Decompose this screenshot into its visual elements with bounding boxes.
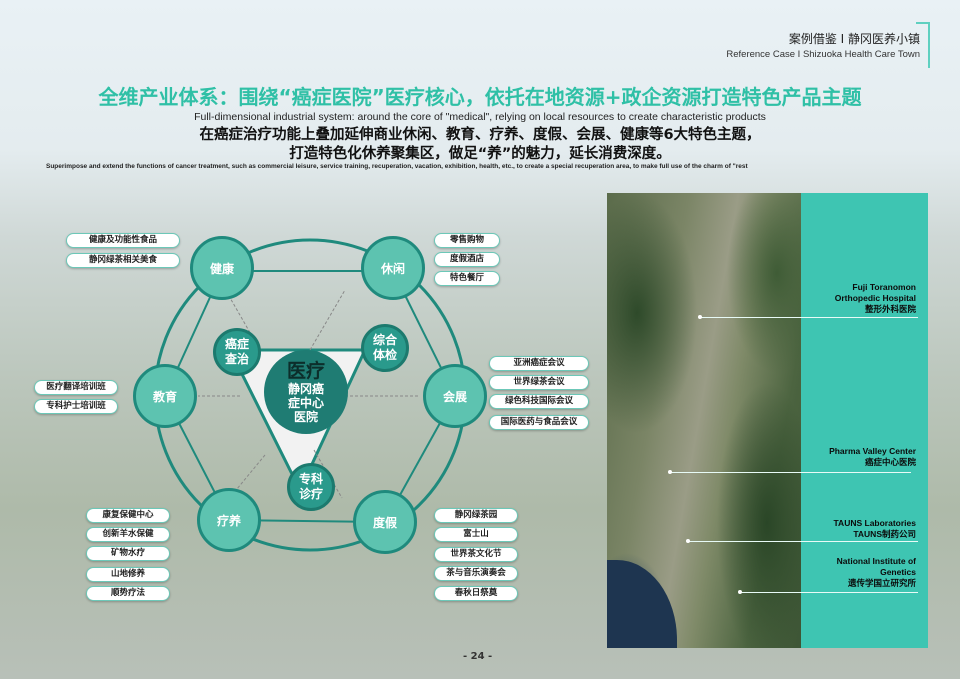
label-pharma: Pharma Valley Center 癌症中心医院 [796, 446, 916, 468]
tag-exhibition-2: 绿色科技国际会议 [489, 394, 589, 409]
section-title-cn: 案例借鉴 I 静冈医养小镇 [788, 32, 920, 46]
subtitle-en: Full-dimensional industrial system: arou… [194, 111, 766, 123]
inner-node-checkup: 综合体检 [361, 324, 409, 372]
page-number: - 24 - [463, 651, 493, 662]
page-title: 全维产业体系：围绕“癌症医院”医疗核心，依托在地资源+政企资源打造特色产品主题 [98, 85, 862, 109]
leader-line-genetics [740, 592, 918, 593]
theme-node-recuperation: 疗养 [197, 488, 261, 552]
description-cn-1: 在癌症治疗功能上叠加延伸商业休闲、教育、疗养、度假、会展、健康等6大特色主题， [199, 127, 761, 143]
tag-health-1: 静冈绿茶相关美食 [66, 253, 180, 268]
label-fuji-cn: 整形外科医院 [864, 304, 916, 314]
tag-leisure-1: 度假酒店 [434, 252, 500, 267]
tag-recuperation-1: 创新羊水保健 [86, 527, 170, 542]
map-marker-genetics [738, 590, 742, 594]
tag-vacation-2: 世界茶文化节 [434, 547, 518, 562]
core-medical-node: 医疗 静冈癌症中心医院 [264, 350, 348, 434]
label-tauns-cn: TAUNS制药公司 [853, 529, 916, 539]
label-tauns: TAUNS Laboratories TAUNS制药公司 [796, 518, 917, 540]
tag-education-0: 医疗翻译培训班 [34, 380, 118, 395]
tag-recuperation-3: 山地修养 [86, 567, 170, 582]
theme-node-exhibition: 会展 [423, 364, 487, 428]
tag-exhibition-3: 国际医药与食品会议 [489, 415, 589, 430]
tag-recuperation-0: 康复保健中心 [86, 508, 170, 523]
theme-node-leisure: 休闲 [361, 236, 425, 300]
map-marker-pharma [668, 470, 672, 474]
theme-node-health: 健康 [190, 236, 254, 300]
core-title: 医疗 [286, 360, 325, 382]
header-bracket [916, 22, 930, 68]
label-genetics-en: National Institute of Genetics [836, 556, 916, 577]
label-pharma-en: Pharma Valley Center [829, 446, 916, 456]
leader-line-pharma [670, 472, 911, 473]
map-marker-tauns [686, 539, 690, 543]
label-fuji: Fuji Toranomon Orthopedic Hospital 整形外科医… [806, 282, 916, 315]
description-cn-2: 打造特色化休养聚集区，做足“养”的魅力，延长消费深度。 [289, 146, 671, 162]
theme-node-education: 教育 [133, 364, 197, 428]
tag-leisure-0: 零售购物 [434, 233, 500, 248]
leader-line-fuji [700, 317, 918, 318]
label-pharma-cn: 癌症中心医院 [864, 457, 916, 467]
label-genetics: National Institute of Genetics 遗传学国立研究所 [826, 556, 916, 589]
leader-line-tauns [688, 541, 918, 542]
description-en: Superimpose and extend the functions of … [46, 163, 748, 170]
tag-exhibition-0: 亚洲癌症会议 [489, 356, 589, 371]
core-hospital-name: 静冈癌症中心医院 [287, 382, 324, 424]
tag-education-1: 专科护士培训班 [34, 399, 118, 414]
inner-node-specialty: 专科诊疗 [287, 463, 335, 511]
tag-vacation-1: 富士山 [434, 527, 518, 542]
tag-vacation-0: 静冈绿茶园 [434, 508, 518, 523]
tag-vacation-4: 春秋日祭奠 [434, 586, 518, 601]
map-label-panel [801, 193, 928, 648]
section-title-en: Reference Case I Shizuoka Health Care To… [726, 49, 920, 60]
inner-node-cancer: 癌症查治 [213, 328, 261, 376]
theme-node-vacation: 度假 [353, 490, 417, 554]
tag-recuperation-4: 顺势疗法 [86, 586, 170, 601]
label-fuji-en: Fuji Toranomon Orthopedic Hospital [834, 282, 916, 303]
tag-recuperation-2: 矿物水疗 [86, 546, 170, 561]
tag-leisure-2: 特色餐厅 [434, 271, 500, 286]
map-marker-fuji [698, 315, 702, 319]
tag-exhibition-1: 世界绿茶会议 [489, 375, 589, 390]
tag-vacation-3: 茶与音乐演奏会 [434, 566, 518, 581]
tag-health-0: 健康及功能性食品 [66, 233, 180, 248]
label-tauns-en: TAUNS Laboratories [833, 518, 917, 528]
label-genetics-cn: 遗传学国立研究所 [847, 578, 916, 588]
